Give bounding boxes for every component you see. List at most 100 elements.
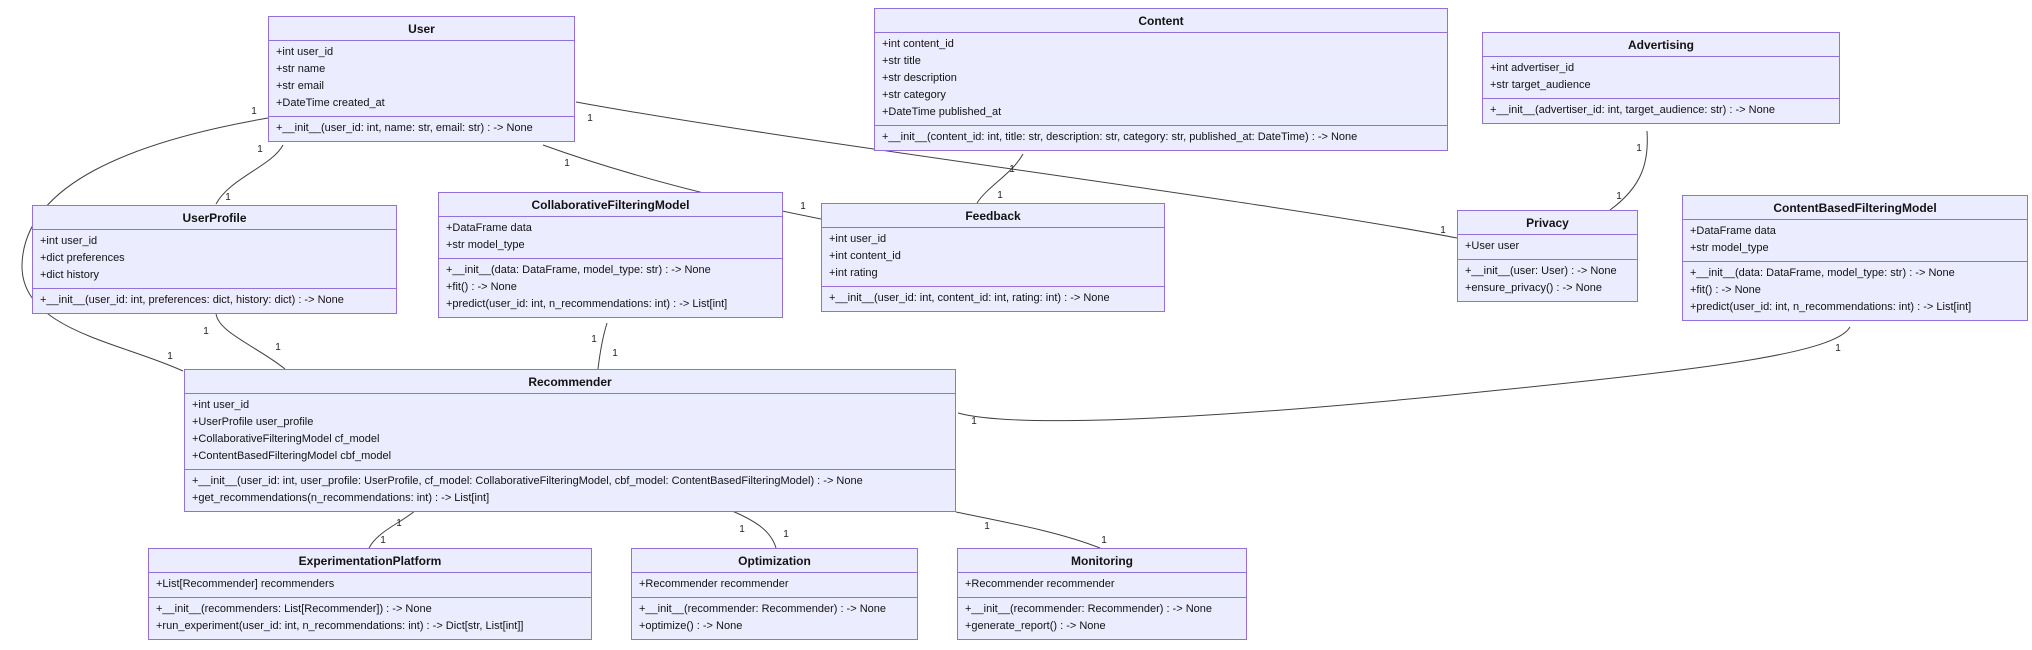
class-attribute: +int user_id (192, 399, 250, 411)
class-box-advertising: Advertising+int advertiser_id+str target… (1482, 32, 1840, 124)
relationship-edge-user-profile-recommender (215, 312, 286, 370)
class-box-user: User+int user_id+str name+str email+Date… (268, 16, 575, 142)
class-title: UserProfile (33, 206, 396, 230)
relationship-edge-content-feedback (976, 153, 1024, 204)
class-attribute: +int content_id (829, 250, 901, 262)
class-attribute: +int user_id (276, 46, 334, 58)
class-attributes-compartment: +User user (1458, 235, 1637, 259)
class-method: +__init__(data: DataFrame, model_type: s… (1690, 267, 1955, 279)
class-methods-compartment: +__init__(recommender: Recommender) : ->… (958, 597, 1246, 639)
class-box-content-based-filtering-model: ContentBasedFilteringModel+DataFrame dat… (1682, 195, 2028, 321)
class-method: +__init__(advertiser_id: int, target_aud… (1490, 104, 1775, 116)
class-methods-compartment: +__init__(data: DataFrame, model_type: s… (439, 258, 782, 317)
class-methods-compartment: +__init__(data: DataFrame, model_type: s… (1683, 261, 2027, 320)
class-attribute: +Recommender recommender (965, 578, 1115, 590)
relationship-edge-recommender-monitoring (955, 511, 1101, 549)
multiplicity-label: 1 (257, 144, 263, 155)
class-method: +ensure_privacy() : -> None (1465, 282, 1602, 294)
class-title: Content (875, 9, 1447, 33)
class-attribute: +str target_audience (1490, 79, 1591, 91)
multiplicity-label: 1 (971, 416, 977, 427)
class-attributes-compartment: +int advertiser_id+str target_audience (1483, 57, 1839, 98)
class-attribute: +str model_type (446, 239, 525, 251)
relationship-edge-user-user-profile (215, 144, 284, 205)
multiplicity-label: 1 (1636, 143, 1642, 154)
class-attribute: +CollaborativeFilteringModel cf_model (192, 433, 380, 445)
class-box-monitoring: Monitoring+Recommender recommender+__ini… (957, 548, 1247, 640)
multiplicity-label: 1 (396, 518, 402, 529)
multiplicity-label: 1 (225, 192, 231, 203)
relationship-edge-user-privacy (575, 101, 1458, 239)
class-attribute: +DateTime published_at (882, 106, 1002, 118)
class-box-feedback: Feedback+int user_id+int content_id+int … (821, 203, 1165, 312)
multiplicity-label: 1 (251, 106, 257, 117)
class-box-optimization: Optimization +Recommender recommender +__i… (631, 548, 918, 640)
class-method: +predict(user_id: int, n_recommendations… (1690, 301, 1972, 313)
class-method: +__init__(user_id: int, user_profile: Us… (192, 475, 863, 487)
class-title: ContentBasedFilteringModel (1683, 196, 2027, 220)
class-attributes-compartment: +int content_id+str title+str descriptio… (875, 33, 1447, 125)
class-attribute: +dict history (40, 269, 99, 281)
class-method: +generate_report() : -> None (965, 620, 1106, 632)
relationship-edge-user-recommender (21, 117, 269, 372)
class-attribute: +DataFrame data (446, 222, 532, 234)
class-attribute: +str title (882, 55, 921, 67)
class-attribute: +dict preferences (40, 252, 125, 264)
multiplicity-label: 1 (275, 342, 281, 353)
multiplicity-label: 1 (783, 529, 789, 540)
multiplicity-label: 1 (1009, 164, 1015, 175)
class-title: Feedback (822, 204, 1164, 228)
class-box-collaborative-filtering-model: CollaborativeFilteringModel+DataFrame da… (438, 192, 783, 318)
class-methods-compartment: +__init__(user_id: int, user_profile: Us… (185, 469, 955, 511)
multiplicity-label: 1 (997, 190, 1003, 201)
class-method: +get_recommendations(n_recommendations: … (192, 492, 490, 504)
class-methods-compartment: +__init__(user_id: int, content_id: int,… (822, 286, 1164, 311)
class-method: +fit() : -> None (446, 281, 517, 293)
class-method: +__init__(recommender: Recommender) : ->… (965, 603, 1213, 615)
class-method: +optimize() : -> None (639, 620, 743, 632)
class-attribute: +int user_id (40, 235, 98, 247)
class-method: +run_experiment(user_id: int, n_recommen… (156, 620, 524, 632)
class-attribute: +List[Recommender] recommenders (156, 578, 335, 590)
relationship-edge-collaborative-filtering-model-recommender (597, 322, 608, 370)
class-method: +__init__(user_id: int, content_id: int,… (829, 292, 1110, 304)
multiplicity-label: 1 (739, 524, 745, 535)
multiplicity-label: 1 (1440, 225, 1446, 236)
class-method: +__init__(recommenders: List[Recommender… (156, 603, 432, 615)
class-attributes-compartment: +DataFrame data +str model_type (439, 217, 782, 258)
class-attributes-compartment: +int user_id +UserProfile user_profile +Co… (185, 394, 955, 469)
class-attribute: +Recommender recommender (639, 578, 789, 590)
class-title: Advertising (1483, 33, 1839, 57)
class-methods-compartment: +__init__(recommender: Recommender) : ->… (632, 597, 917, 639)
class-title: Privacy (1458, 211, 1637, 235)
class-methods-compartment: +__init__(advertiser_id: int, target_aud… (1483, 98, 1839, 123)
class-attribute: +str category (882, 89, 946, 101)
class-method: +__init__(data: DataFrame, model_type: s… (446, 264, 711, 276)
class-attribute: +ContentBasedFilteringModel cbf_model (192, 450, 392, 462)
multiplicity-label: 1 (587, 113, 593, 124)
class-method: +__init__(content_id: int, title: str, d… (882, 131, 1358, 143)
class-attribute: +int user_id (829, 233, 887, 245)
multiplicity-label: 1 (984, 521, 990, 532)
class-attribute: +str model_type (1690, 242, 1769, 254)
class-attribute: +UserProfile user_profile (192, 416, 314, 428)
class-methods-compartment: +__init__(content_id: int, title: str, d… (875, 125, 1447, 150)
class-attributes-compartment: +Recommender recommender (958, 573, 1246, 597)
class-box-recommender: Recommender+int user_id+UserProfile user… (184, 369, 956, 512)
class-box-content: Content+int content_id+str title+str des… (874, 8, 1448, 151)
class-method: +__init__(user_id: int, preferences: dic… (40, 294, 344, 306)
class-title: CollaborativeFilteringModel (439, 193, 782, 217)
class-attributes-compartment: +DataFrame data+str model_type (1683, 220, 2027, 261)
class-attributes-compartment: +Recommender recommender (632, 573, 917, 597)
class-title: ExperimentationPlatform (149, 549, 591, 573)
class-title: Optimization (632, 549, 917, 573)
class-attribute: +str description (882, 72, 957, 84)
class-method: +__init__(recommender: Recommender) : ->… (639, 603, 887, 615)
class-box-experimentation-platform: ExperimentationPlatform +List[Recommender… (148, 548, 592, 640)
class-box-user-profile: UserProfile +int user_id +dict preferences… (32, 205, 397, 314)
class-attributes-compartment: +int user_id+str name+str email+DateTime… (269, 41, 574, 116)
class-methods-compartment: +__init__(user_id: int, name: str, email… (269, 116, 574, 141)
class-methods-compartment: +__init__(user: User) : -> None+ensure_p… (1458, 259, 1637, 301)
multiplicity-label: 1 (1616, 191, 1622, 202)
